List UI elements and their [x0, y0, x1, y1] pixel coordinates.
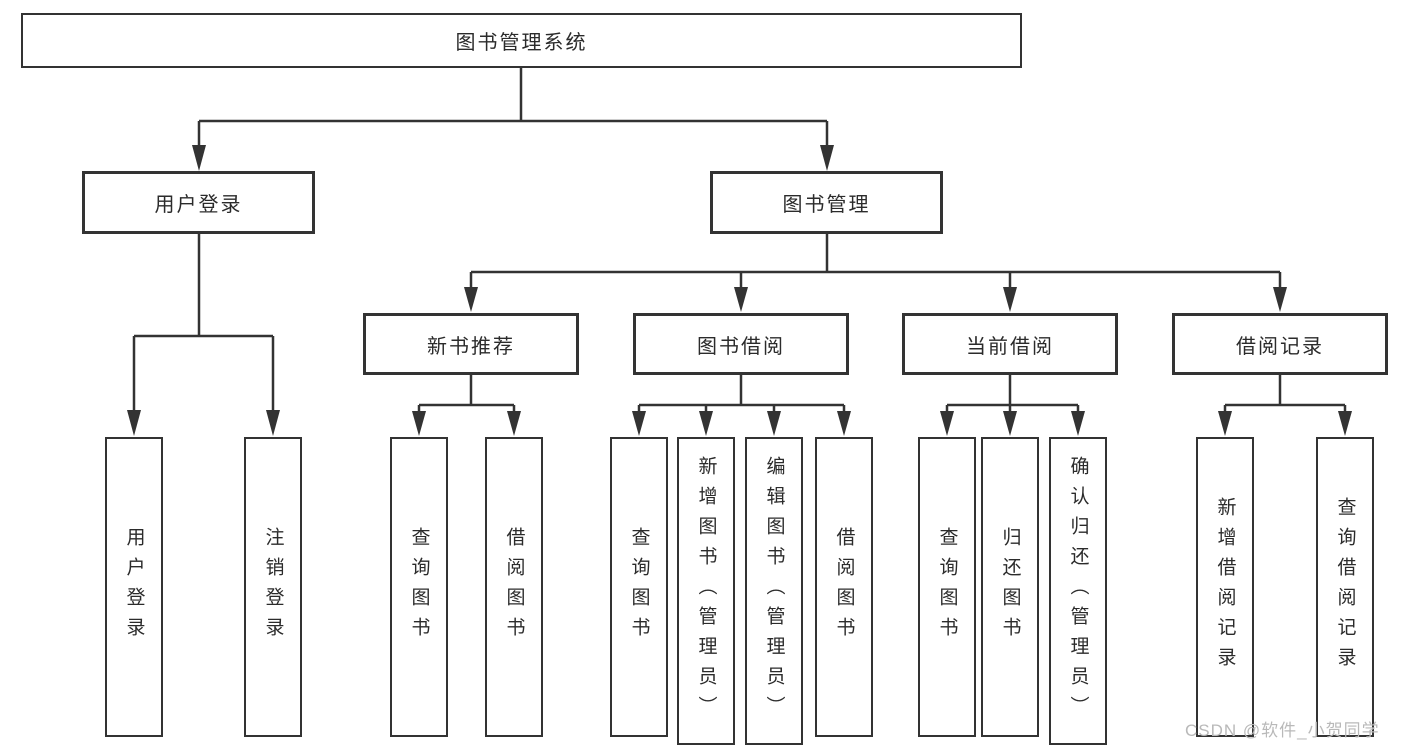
node-label: 查询图书 — [936, 527, 958, 647]
leaf-add-book-admin: 新增图书（管理员） — [677, 437, 735, 745]
leaf-logout: 注销登录 — [244, 437, 302, 737]
node-user-login: 用户登录 — [82, 171, 315, 234]
node-label: 归还图书 — [999, 527, 1021, 647]
leaf-query-books-current: 查询图书 — [918, 437, 976, 737]
leaf-return-book: 归还图书 — [981, 437, 1039, 737]
node-label: 新书推荐 — [427, 335, 515, 358]
node-new-book-recommendation: 新书推荐 — [363, 313, 579, 375]
node-current-borrowing: 当前借阅 — [902, 313, 1118, 375]
leaf-confirm-return-admin: 确认归还（管理员） — [1049, 437, 1107, 745]
node-label: 图书管理系统 — [455, 32, 588, 54]
node-label: 查询图书 — [408, 527, 430, 647]
node-label: 借阅图书 — [503, 527, 525, 647]
node-book-management: 图书管理 — [710, 171, 943, 234]
node-label: 用户登录 — [154, 194, 243, 216]
node-library-system: 图书管理系统 — [21, 13, 1022, 68]
csdn-watermark: CSDN @软件_小贺同学 — [1185, 721, 1380, 740]
node-label: 确认归还（管理员） — [1067, 456, 1089, 726]
node-borrowing-records: 借阅记录 — [1172, 313, 1388, 375]
node-label: 用户登录 — [123, 527, 145, 647]
node-label: 新增图书（管理员） — [695, 456, 717, 726]
leaf-query-books-recommend: 查询图书 — [390, 437, 448, 737]
node-label: 新增借阅记录 — [1214, 497, 1236, 677]
leaf-user-login: 用户登录 — [105, 437, 163, 737]
node-label: 图书借阅 — [697, 335, 785, 358]
node-label: 借阅记录 — [1236, 335, 1324, 358]
node-label: 借阅图书 — [833, 527, 855, 647]
node-label: 当前借阅 — [966, 335, 1054, 358]
node-label: 查询图书 — [628, 527, 650, 647]
node-label: 图书管理 — [782, 194, 871, 216]
arrowheads — [127, 145, 1352, 436]
leaf-borrow-books: 借阅图书 — [815, 437, 873, 737]
leaf-borrow-books-recommend: 借阅图书 — [485, 437, 543, 737]
node-label: 编辑图书（管理员） — [763, 456, 785, 726]
leaf-query-books-borrowing: 查询图书 — [610, 437, 668, 737]
leaf-query-borrow-record: 查询借阅记录 — [1316, 437, 1374, 737]
node-label: 查询借阅记录 — [1334, 497, 1356, 677]
leaf-edit-book-admin: 编辑图书（管理员） — [745, 437, 803, 745]
node-book-borrowing: 图书借阅 — [633, 313, 849, 375]
leaf-add-borrow-record: 新增借阅记录 — [1196, 437, 1254, 737]
node-label: 注销登录 — [262, 527, 284, 647]
